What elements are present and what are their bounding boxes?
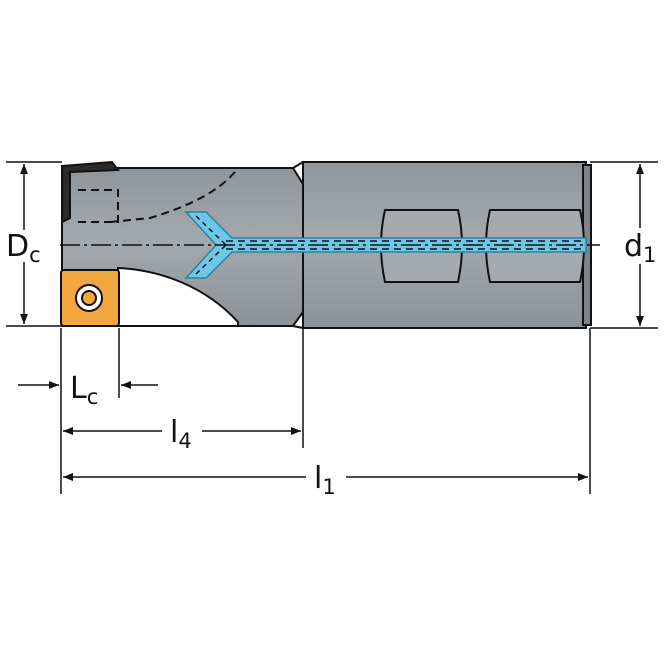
shank-step-line: [292, 325, 304, 329]
hidden-flute-line: [109, 167, 239, 223]
label-l1: l1: [314, 461, 336, 499]
extension-lines: [6, 161, 658, 494]
insert-screw-hole: [81, 290, 97, 306]
label-Lc: Lc: [70, 371, 98, 409]
label-l4: l4: [170, 415, 192, 453]
shank-step-line: [292, 161, 304, 169]
top-insert: [61, 160, 120, 224]
hidden-pocket-line: [78, 189, 119, 223]
chip-flute: [117, 266, 239, 327]
label-d1: d1: [624, 229, 656, 267]
label-Dc: Dc: [6, 229, 41, 267]
